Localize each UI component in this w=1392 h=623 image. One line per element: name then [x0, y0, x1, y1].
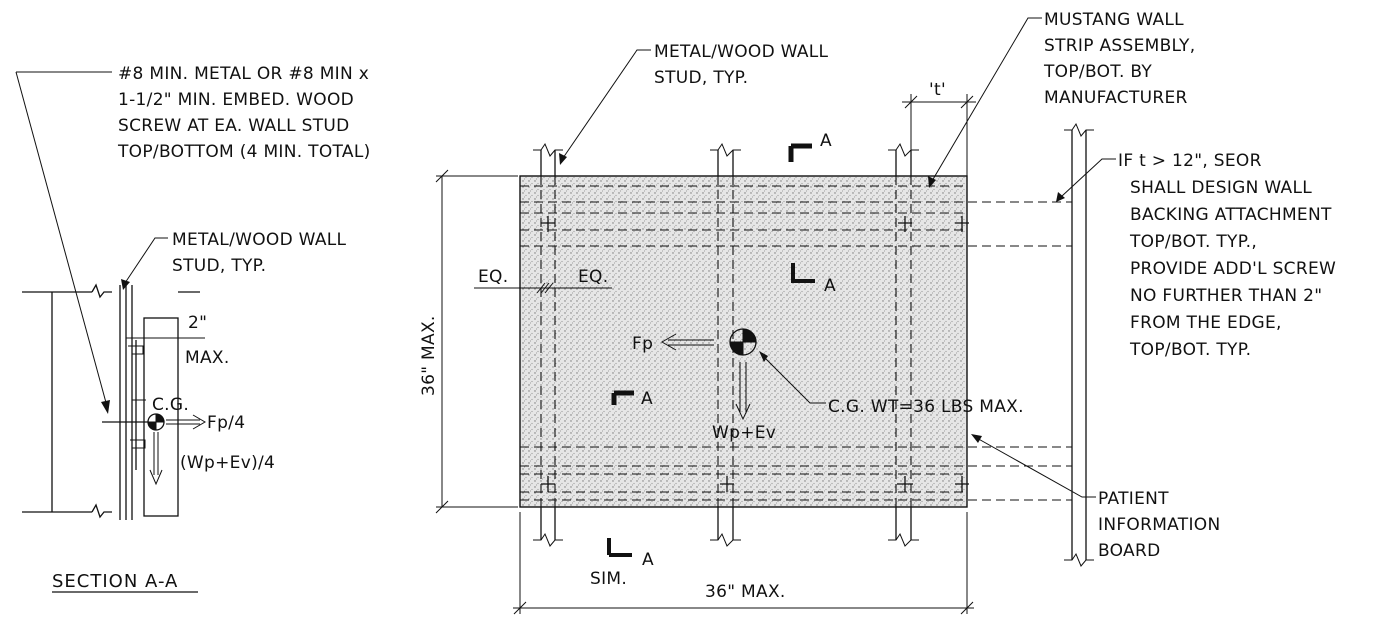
mustang-note-line: TOP/BOT. BY — [1043, 62, 1152, 82]
section-wall-lines — [22, 283, 200, 520]
section-dim-2in-label: 2" — [188, 313, 207, 333]
board-note-line: BOARD — [1098, 541, 1160, 561]
cg-leader: C.G. WT=36 LBS MAX. — [759, 351, 1024, 417]
mustang-note-line: MANUFACTURER — [1044, 88, 1188, 108]
section-cg-label: C.G. — [152, 395, 189, 415]
section-screw-note-line: 1-1/2" MIN. EMBED. WOOD — [118, 90, 354, 110]
section-cut-markers: A A A A SIM. — [590, 131, 836, 589]
t-dimension-label: 't' — [929, 80, 946, 100]
height-dimension-label: 36" MAX. — [419, 315, 439, 396]
seor-note-line: FROM THE EDGE, — [1130, 313, 1282, 333]
section-mark: A — [820, 131, 832, 151]
board-note-line: INFORMATION — [1098, 515, 1220, 535]
section-mark: A — [824, 276, 836, 296]
fp-label: Fp — [632, 334, 653, 354]
elevation-stud-note: METAL/WOOD WALL STUD, TYP. — [559, 42, 829, 165]
elevation: EQ. EQ. A A A A SIM. Fp — [419, 10, 1336, 615]
elevation-stud-note-line: STUD, TYP. — [654, 68, 748, 88]
section-wpev4-arrow: (Wp+Ev)/4 — [149, 432, 275, 486]
seor-note-line: TOP/BOT. TYP., — [1129, 232, 1257, 252]
section-wpev4-label: (Wp+Ev)/4 — [180, 453, 275, 473]
section-fp4-arrow: Fp/4 — [166, 413, 245, 433]
wpev-label: Wp+Ev — [712, 423, 776, 443]
section-cg-symbol: C.G. — [147, 395, 189, 431]
width-dimension-label: 36" MAX. — [705, 582, 786, 602]
section-stud-note-line: STUD, TYP. — [172, 256, 266, 276]
seor-note-line: PROVIDE ADD'L SCREW — [1130, 259, 1336, 279]
section-screw-leader — [15, 71, 148, 423]
t-dimension: 't' — [902, 80, 976, 176]
screw-marks — [541, 216, 969, 492]
section-mark: A — [642, 550, 654, 570]
wpev-arrow: Wp+Ev — [712, 362, 776, 443]
section-a-a: 2" MAX. C.G. Fp/4 (Wp+Ev)/4 — [15, 64, 371, 593]
section-dim-max-label: MAX. — [185, 348, 230, 368]
seor-note-line: IF t > 12", SEOR — [1118, 151, 1262, 171]
seor-note-line: BACKING ATTACHMENT — [1130, 205, 1332, 225]
cg-weight-label: C.G. WT=36 LBS MAX. — [828, 397, 1024, 417]
section-screw-note-line: SCREW AT EA. WALL STUD — [118, 116, 350, 136]
seor-note-line: SHALL DESIGN WALL — [1130, 178, 1312, 198]
board-note-line: PATIENT — [1098, 489, 1169, 509]
eq-label-right: EQ. — [578, 267, 608, 287]
eq-label-left: EQ. — [478, 267, 508, 287]
sim-label: SIM. — [590, 569, 627, 589]
eq-dims: EQ. EQ. — [474, 267, 612, 294]
seor-note: IF t > 12", SEOR SHALL DESIGN WALL BACKI… — [1056, 151, 1336, 360]
width-dimension: 36" MAX. — [513, 512, 974, 615]
board-note: PATIENT INFORMATION BOARD — [971, 434, 1220, 561]
seor-note-line: TOP/BOT. TYP. — [1129, 340, 1251, 360]
section-stud-note-line: METAL/WOOD WALL — [172, 230, 347, 250]
section-screw-note-line: TOP/BOTTOM (4 MIN. TOTAL) — [117, 142, 371, 162]
section-dim-2in: 2" MAX. — [126, 313, 230, 368]
mustang-note-line: MUSTANG WALL — [1044, 10, 1184, 30]
section-mark: A — [641, 389, 653, 409]
fp-arrow: Fp — [632, 333, 714, 354]
section-title: SECTION A-A — [52, 571, 178, 592]
seor-note-line: NO FURTHER THAN 2" — [1130, 286, 1322, 306]
mustang-strip-lines — [520, 185, 1072, 501]
section-screw-note: #8 MIN. METAL OR #8 MIN x 1-1/2" MIN. EM… — [117, 64, 371, 162]
mustang-note: MUSTANG WALL STRIP ASSEMBLY, TOP/BOT. BY… — [928, 10, 1195, 188]
section-screw-note-line: #8 MIN. METAL OR #8 MIN x — [118, 64, 369, 84]
mustang-note-line: STRIP ASSEMBLY, — [1044, 36, 1195, 56]
section-fp4-label: Fp/4 — [207, 413, 245, 433]
height-dimension: 36" MAX. — [419, 169, 518, 514]
center-of-gravity — [729, 328, 757, 356]
elevation-stud-note-line: METAL/WOOD WALL — [654, 42, 829, 62]
section-stud-note: METAL/WOOD WALL STUD, TYP. — [121, 230, 347, 290]
